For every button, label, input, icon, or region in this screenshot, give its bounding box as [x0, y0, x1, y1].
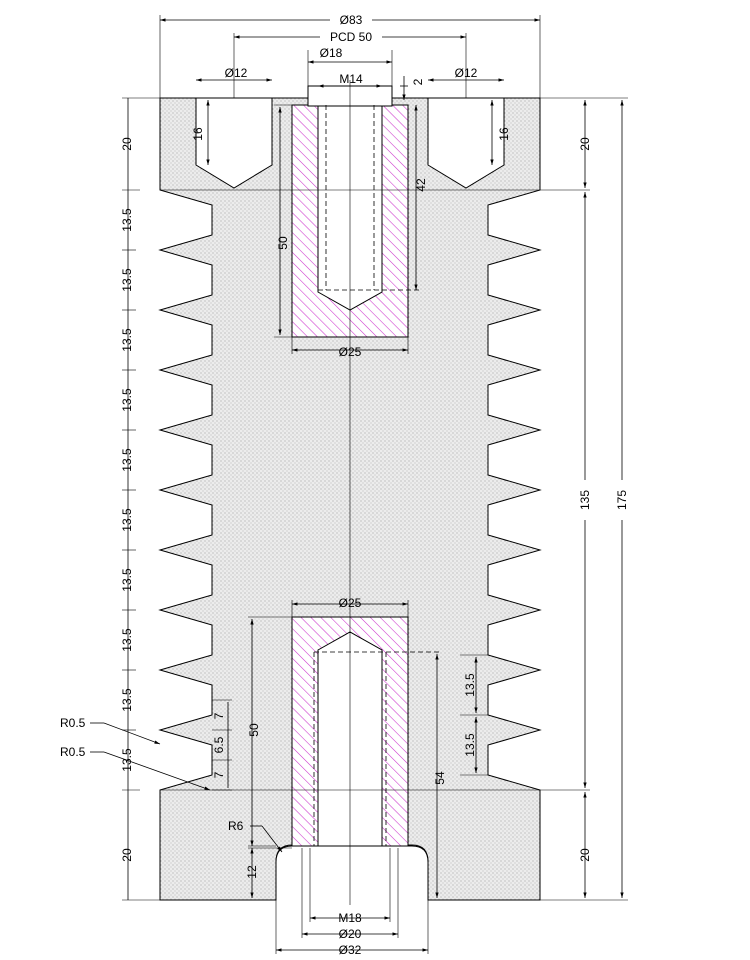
hole-dia-label: Ø18 [320, 46, 343, 60]
dim-thread-m14: M14 [318, 72, 382, 88]
thread-top-label: M14 [339, 72, 363, 86]
dim-blind-left-dia: Ø12 [196, 66, 272, 82]
shed-pitch-label: 13.5 [120, 268, 134, 292]
top-thread-depth-label: 42 [414, 178, 428, 192]
shed-upper-label: 7 [212, 712, 226, 719]
bottom-thread-depth-label: 54 [433, 771, 447, 785]
dim-blind-left-depth: 16 [191, 100, 210, 165]
overall-dia-label: Ø83 [340, 13, 363, 27]
shed-lower-label: 7 [212, 771, 226, 778]
dim-pcd: PCD 50 [233, 30, 467, 98]
chamfer-label: 2 [411, 78, 425, 85]
recess-radius-label: R6 [228, 819, 244, 833]
dim-recess-dia: Ø32 [275, 900, 429, 957]
blind-hole-right [427, 97, 505, 189]
dim-blind-right-dia: Ø12 [428, 66, 504, 82]
blind-hole-left [195, 97, 273, 189]
dim-bottom-thread: M18 [309, 848, 391, 925]
detail-shed-dims: 7 6.5 7 [212, 699, 232, 791]
left-cap-top-label: 20 [120, 137, 134, 151]
shed-pitch-label: 13.5 [120, 448, 134, 472]
right-shed-zone-label: 135 [578, 490, 592, 510]
pitch-a-label: 13.5 [463, 673, 477, 697]
dim-bottom-insert-depth: 50 [247, 616, 292, 849]
shed-pitch-label: 13.5 [120, 568, 134, 592]
dim-chamfer: 2 [400, 76, 425, 100]
dim-bottom-thread-depth: 54 [428, 654, 447, 901]
radius-b-label: R0.5 [60, 745, 86, 759]
right-cap-bottom-label: 20 [578, 848, 592, 862]
bottom-thread-label: M18 [338, 911, 362, 925]
right-dims: 20 135 20 175 [540, 97, 629, 901]
left-cap-bottom-label: 20 [120, 848, 134, 862]
dim-top-insert-depth: 50 [274, 104, 292, 338]
blind-right-dia-label: Ø12 [455, 66, 478, 80]
bottom-insert-dia-label: Ø25 [339, 596, 362, 610]
dim-top-insert-dia: Ø25 [291, 337, 409, 359]
recess-height-label: 12 [245, 865, 259, 879]
shed-pitch-label: 13.5 [120, 388, 134, 412]
right-overall-label: 175 [615, 490, 629, 510]
detail-radius-dims: R0.5 R0.5 [60, 716, 211, 791]
dim-overall-dia: Ø83 [159, 13, 541, 98]
dim-bottom-insert-dia: Ø25 [291, 596, 409, 617]
dim-top-thread-depth: 42 [414, 105, 428, 290]
detail-pitch-dims: 13.5 13.5 [460, 654, 488, 776]
blind-right-depth-label: 16 [497, 127, 511, 141]
dim-hole-dia: Ø18 [307, 46, 393, 86]
blind-left-dia-label: Ø12 [225, 66, 248, 80]
bottom-insert-depth-label: 50 [247, 723, 261, 737]
radius-a-label: R0.5 [60, 716, 86, 730]
bottom-recess [275, 845, 429, 900]
right-cap-top-label: 20 [578, 137, 592, 151]
shed-mid-label: 6.5 [212, 736, 226, 753]
left-dims: 20 20 13.5 13.5 13.5 13.5 13.5 13.5 13.5 13.5 13… [120, 97, 160, 901]
blind-left-depth-label: 16 [191, 127, 205, 141]
shed-pitch-label: 13.5 [120, 328, 134, 352]
recess-dia-label: Ø32 [339, 943, 362, 957]
shed-pitch-label: 13.5 [120, 208, 134, 232]
pitch-b-label: 13.5 [463, 733, 477, 757]
shed-pitch-label: 13.5 [120, 508, 134, 532]
bore-dia-label: Ø20 [339, 927, 362, 941]
top-insert-dia-label: Ø25 [339, 345, 362, 359]
dim-bore-dia: Ø20 [301, 848, 399, 941]
pcd-label: PCD 50 [330, 30, 372, 44]
shed-pitch-label: 13.5 [120, 688, 134, 712]
dim-blind-right-depth: 16 [490, 100, 511, 165]
dim-recess-radius: R6 [228, 819, 283, 853]
top-insert-depth-label: 50 [276, 236, 290, 250]
shed-pitch-label: 13.5 [120, 628, 134, 652]
dim-recess-height: 12 [245, 845, 276, 898]
